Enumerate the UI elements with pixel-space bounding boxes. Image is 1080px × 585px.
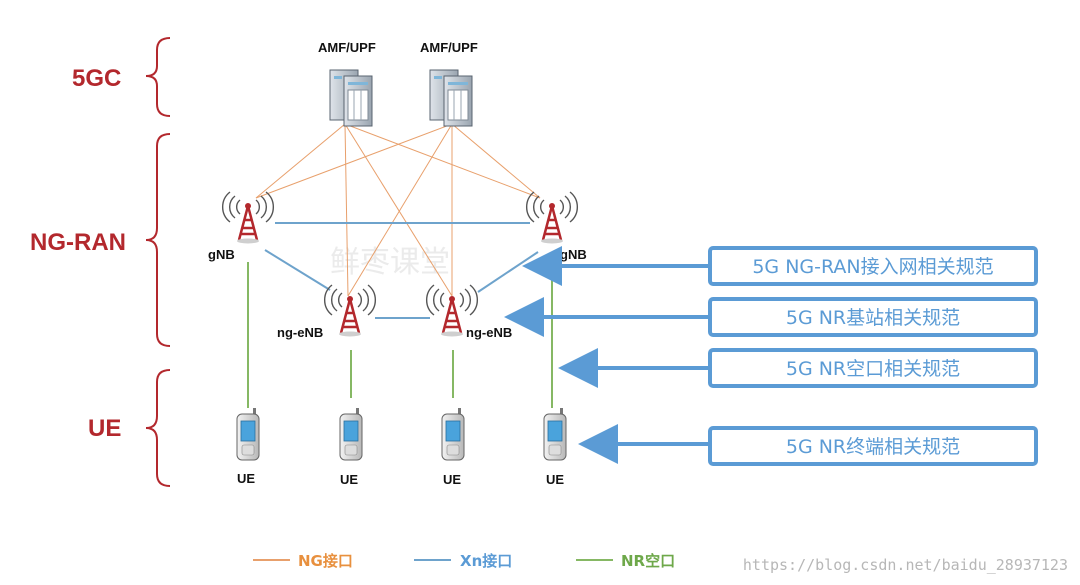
legend-label-ng: NG接口 [298, 552, 353, 570]
url-watermark: https://blog.csdn.net/baidu_28937123 [743, 556, 1068, 574]
spec-box-label: 5G NR基站相关规范 [786, 307, 960, 329]
legend-label-nr: NR空口 [621, 552, 675, 570]
ng-line [344, 123, 541, 199]
bracket-5gc [145, 37, 171, 117]
antenna-tower-icon [323, 284, 377, 337]
antenna-tower-icon [525, 191, 579, 244]
ue-label: UE [443, 472, 461, 487]
nr-interface-lines [247, 262, 553, 408]
phone-icon [339, 408, 363, 461]
spec-box: 5G NR空口相关规范 [708, 348, 1038, 388]
ng-line [451, 123, 541, 199]
ran-node-label-ngenb-right: ng-eNB [466, 325, 512, 340]
spec-box-label: 5G NR终端相关规范 [786, 436, 960, 458]
xn-line [477, 251, 539, 293]
ng-interface-lines [255, 123, 541, 297]
bracket-ue [145, 369, 171, 487]
ran-node-label-gnb-right: gNB [560, 247, 587, 262]
spec-box: 5G NR基站相关规范 [708, 297, 1038, 337]
server-icon [429, 69, 473, 127]
ran-node-label-gnb-left: gNB [208, 247, 235, 262]
antenna-tower-icon [221, 191, 275, 244]
ue-label: UE [546, 472, 564, 487]
legend-label-xn: Xn接口 [460, 552, 512, 570]
spec-box-label: 5G NG-RAN接入网相关规范 [752, 256, 993, 278]
legend: NG接口 Xn接口 NR空口 [253, 552, 675, 570]
spec-arrows [504, 246, 708, 464]
bracket-ngran [145, 133, 171, 347]
ran-node-label-ngenb-left: ng-eNB [277, 325, 323, 340]
layer-label-ue: UE [88, 415, 121, 442]
phone-icon [441, 408, 465, 461]
antenna-tower-icon [425, 284, 479, 337]
phone-icon [236, 408, 260, 461]
server-icon [329, 69, 373, 127]
core-node-label: AMF/UPF [318, 40, 376, 55]
ng-line [255, 123, 453, 199]
xn-line [264, 249, 331, 291]
ng-line [347, 123, 453, 297]
ue-label: UE [340, 472, 358, 487]
spec-box: 5G NR终端相关规范 [708, 426, 1038, 466]
ng-line [344, 123, 349, 297]
phone-icon [543, 408, 567, 461]
spec-box-label: 5G NR空口相关规范 [786, 358, 960, 380]
layer-label-ngran: NG-RAN [30, 229, 126, 256]
layer-brackets [145, 37, 171, 487]
core-node-label: AMF/UPF [420, 40, 478, 55]
spec-box: 5G NG-RAN接入网相关规范 [708, 246, 1038, 286]
layer-label-5gc: 5GC [72, 65, 121, 92]
ue-label: UE [237, 471, 255, 486]
ng-line [344, 123, 453, 297]
ng-line [255, 123, 346, 199]
ghost-watermark: 鲜枣课堂 [330, 245, 450, 280]
